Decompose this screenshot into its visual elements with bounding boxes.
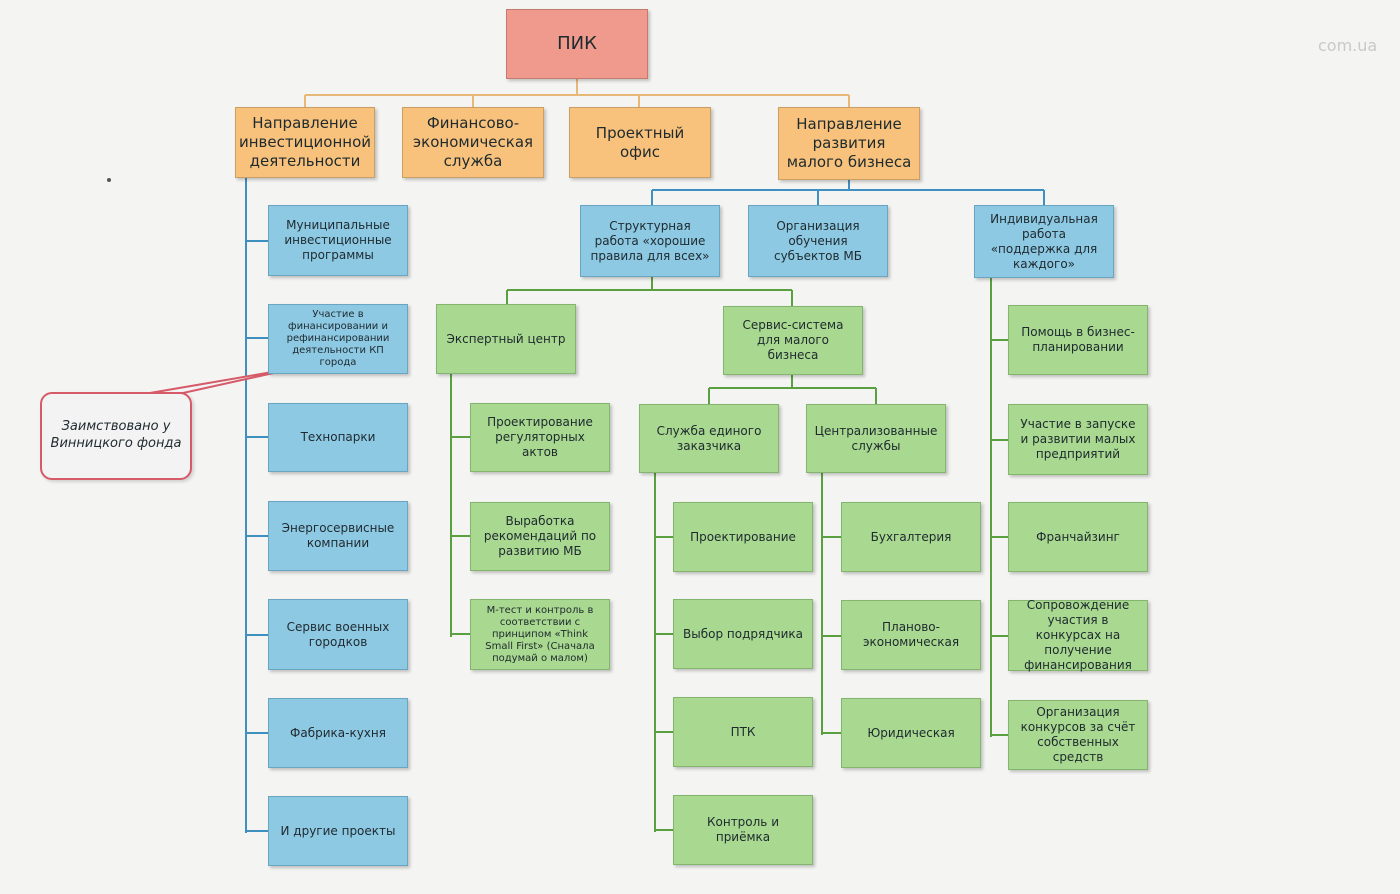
node-department-small-business: Направление развития малого бизнеса — [778, 107, 920, 180]
node-single-customer: Служба единого заказчика — [639, 404, 779, 473]
node-contest-support: Сопровождение участия в конкурсах на пол… — [1008, 598, 1148, 672]
node-investment-kp: Участие в финансировании и рефинансирова… — [268, 304, 408, 374]
node-planning-economic: Планово-экономическая — [841, 600, 981, 670]
scan-speck — [107, 178, 111, 182]
node-accounting: Бухгалтерия — [841, 502, 981, 572]
node-business-planning: Помощь в бизнес-планировании — [1008, 305, 1148, 375]
callout-borrowed: Заимствовано у Винницкого фонда — [40, 392, 192, 480]
node-training: Организация обучения субъектов МБ — [748, 205, 888, 277]
node-launch-support: Участие в запуске и развитии малых предп… — [1008, 404, 1148, 475]
node-structural-work: Структурная работа «хорошие правила для … — [580, 205, 720, 277]
node-investment-municipal: Муниципальные инвестиционные программы — [268, 205, 408, 276]
node-m-test: М-тест и контроль в соответствии с принц… — [470, 599, 610, 670]
node-recommendations: Выработка рекомендаций по развитию МБ — [470, 502, 610, 571]
node-department-investment: Направление инвестиционной деятельности — [235, 107, 375, 178]
node-department-project-office: Проектный офис — [569, 107, 711, 178]
node-ptk: ПТК — [673, 697, 813, 767]
node-franchising: Франчайзинг — [1008, 502, 1148, 572]
node-service-system: Сервис-система для малого бизнеса — [723, 306, 863, 375]
node-expert-center: Экспертный центр — [436, 304, 576, 374]
node-investment-military: Сервис военных городков — [268, 599, 408, 670]
node-control-acceptance: Контроль и приёмка — [673, 795, 813, 865]
node-individual-work: Индивидуальная работа «поддержка для каж… — [974, 205, 1114, 278]
node-investment-energy: Энергосервисные компании — [268, 501, 408, 571]
node-own-contests: Организация конкурсов за счёт собственны… — [1008, 700, 1148, 770]
node-root: ПИК — [506, 9, 648, 79]
node-investment-kitchen: Фабрика-кухня — [268, 698, 408, 768]
node-legal: Юридическая — [841, 698, 981, 768]
node-design: Проектирование — [673, 502, 813, 572]
node-investment-other: И другие проекты — [268, 796, 408, 866]
node-department-finance: Финансово-экономическая служба — [402, 107, 544, 178]
node-contractor-choice: Выбор подрядчика — [673, 599, 813, 669]
node-regulatory-acts: Проектирование регуляторных актов — [470, 403, 610, 472]
watermark: com.ua — [1318, 36, 1378, 55]
node-centralized: Централизованные службы — [806, 404, 946, 473]
node-investment-technoparks: Технопарки — [268, 403, 408, 472]
